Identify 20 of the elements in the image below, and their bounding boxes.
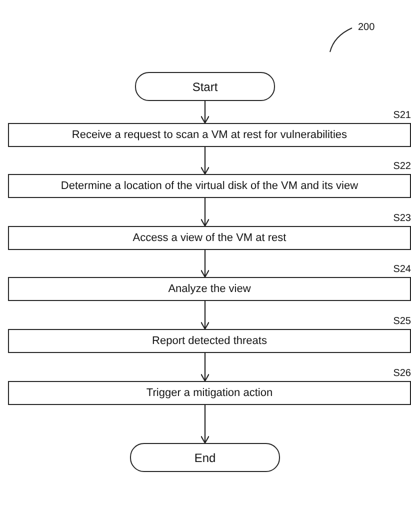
step-number: S22 — [393, 161, 411, 172]
process-box: Access a view of the VM at rest — [8, 226, 411, 250]
step-number: S26 — [393, 368, 411, 379]
step-number: S24 — [393, 264, 411, 275]
process-box: Report detected threats — [8, 329, 411, 353]
arrow — [200, 405, 210, 444]
arrow — [200, 147, 210, 175]
step-number: S25 — [393, 316, 411, 327]
step-number: S21 — [393, 110, 411, 121]
arrow — [200, 353, 210, 382]
arrow — [200, 301, 210, 330]
arrow — [200, 250, 210, 278]
step-number: S23 — [393, 213, 411, 224]
process-box: Determine a location of the virtual disk of the VM and its view — [8, 174, 411, 198]
arrow — [200, 101, 210, 124]
arrow — [200, 198, 210, 227]
process-box: Receive a request to scan a VM at rest for vulnerabilities — [8, 123, 411, 147]
process-box: Trigger a mitigation action — [8, 381, 411, 405]
process-box: Analyze the view — [8, 277, 411, 301]
reference-numeral: 200 — [358, 22, 375, 33]
